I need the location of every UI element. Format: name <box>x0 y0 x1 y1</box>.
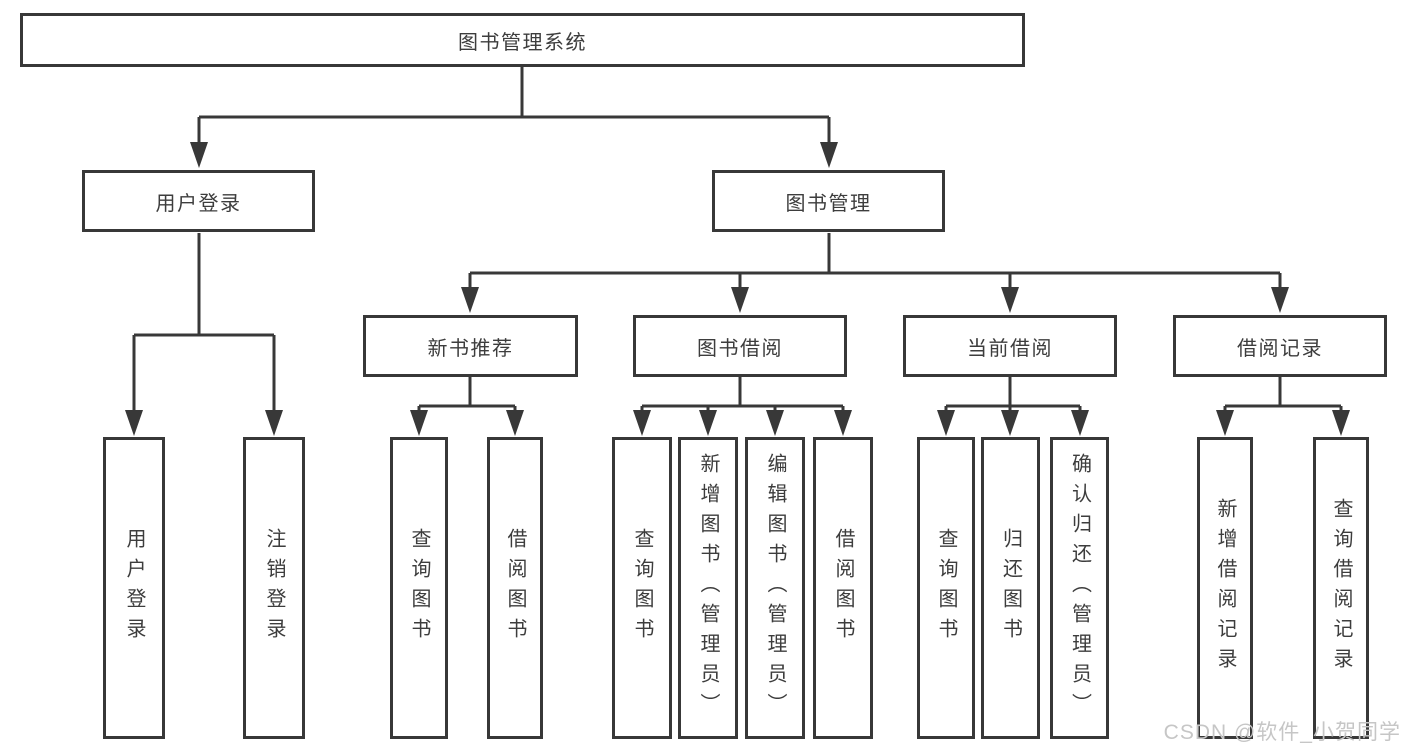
arrowhead-icon <box>410 410 428 436</box>
node-label: 用户登录 <box>155 192 242 215</box>
node-label: 当前借阅 <box>967 337 1053 360</box>
node-label: 用户登录 <box>123 528 145 648</box>
connector-book-management <box>468 233 1282 291</box>
leaf-edit-book-admin: 编辑图书（管理员） <box>745 437 805 739</box>
node-root: 图书管理系统 <box>20 13 1025 67</box>
node-borrowing-records: 借阅记录 <box>1173 315 1387 377</box>
arrowheads <box>125 142 1350 436</box>
connector-borrow-records <box>1223 377 1343 414</box>
arrowhead-icon <box>1001 410 1019 436</box>
node-label: 归还图书 <box>999 528 1022 648</box>
connector-root <box>197 67 831 146</box>
leaf-borrow-books-1: 借阅图书 <box>487 437 543 739</box>
arrowhead-icon <box>1332 410 1350 436</box>
leaf-borrow-books-2: 借阅图书 <box>813 437 873 739</box>
node-new-book-recommend: 新书推荐 <box>363 315 578 377</box>
node-label: 确认归还（管理员） <box>1068 453 1091 723</box>
node-label: 借阅记录 <box>1237 337 1323 360</box>
arrowhead-icon <box>731 287 749 313</box>
arrowhead-icon <box>1071 410 1089 436</box>
connector-new-book <box>417 377 517 414</box>
node-label: 借阅图书 <box>832 528 854 648</box>
arrowhead-icon <box>633 410 651 436</box>
arrowhead-icon <box>125 410 143 436</box>
arrowhead-icon <box>461 287 479 313</box>
node-label: 借阅图书 <box>504 528 526 648</box>
node-label: 图书管理 <box>785 192 872 215</box>
arrowhead-icon <box>265 410 283 436</box>
node-label: 查询图书 <box>935 528 957 648</box>
leaf-add-borrow-record: 新增借阅记录 <box>1197 437 1253 739</box>
leaf-return-books: 归还图书 <box>981 437 1040 739</box>
node-label: 图书管理系统 <box>458 31 587 54</box>
leaf-add-book-admin: 新增图书（管理员） <box>678 437 738 739</box>
leaf-logout: 注销登录 <box>243 437 305 739</box>
node-label: 图书借阅 <box>697 337 783 360</box>
leaf-query-books-3: 查询图书 <box>917 437 975 739</box>
arrowhead-icon <box>506 410 524 436</box>
connector-user-login <box>132 233 276 414</box>
arrowhead-icon <box>820 142 838 168</box>
node-label: 查询借阅记录 <box>1330 498 1352 678</box>
arrowhead-icon <box>1271 287 1289 313</box>
node-label: 新增图书（管理员） <box>697 453 719 723</box>
node-label: 注销登录 <box>263 528 285 648</box>
node-current-borrowing: 当前借阅 <box>903 315 1117 377</box>
leaf-query-books-1: 查询图书 <box>390 437 448 739</box>
leaf-query-borrow-record: 查询借阅记录 <box>1313 437 1369 739</box>
arrowhead-icon <box>190 142 208 168</box>
connector-current-borrow <box>944 377 1082 414</box>
node-label: 编辑图书（管理员） <box>764 453 786 723</box>
leaf-query-books-2: 查询图书 <box>612 437 672 739</box>
leaf-confirm-return-admin: 确认归还（管理员） <box>1050 437 1109 739</box>
arrowhead-icon <box>834 410 852 436</box>
arrowhead-icon <box>766 410 784 436</box>
arrowhead-icon <box>1001 287 1019 313</box>
node-label: 查询图书 <box>408 528 430 648</box>
arrowhead-icon <box>937 410 955 436</box>
node-label: 新增借阅记录 <box>1214 498 1236 678</box>
connector-book-borrow <box>640 377 845 414</box>
node-label: 查询图书 <box>631 528 653 648</box>
watermark: CSDN @软件_小贺同学 <box>1163 721 1401 744</box>
node-user-login: 用户登录 <box>82 170 315 232</box>
arrowhead-icon <box>1216 410 1234 436</box>
node-label: 新书推荐 <box>427 337 514 360</box>
leaf-user-login: 用户登录 <box>103 437 165 739</box>
node-book-management: 图书管理 <box>712 170 945 232</box>
arrowhead-icon <box>699 410 717 436</box>
node-book-borrowing: 图书借阅 <box>633 315 847 377</box>
